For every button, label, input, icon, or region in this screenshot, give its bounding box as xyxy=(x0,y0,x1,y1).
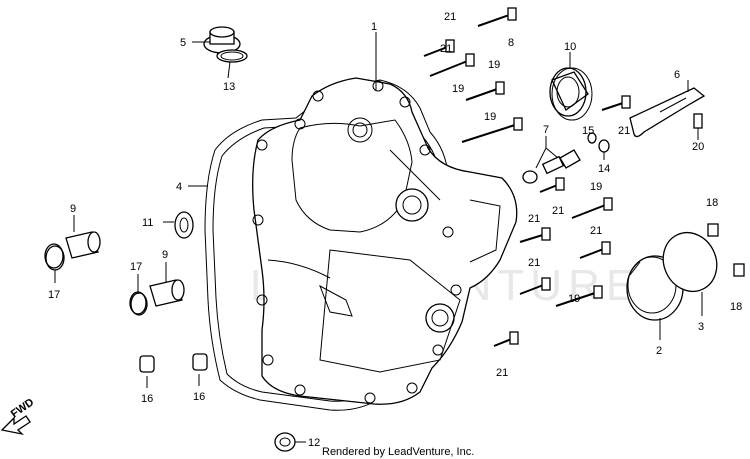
callout-19-c: 19 xyxy=(590,181,602,193)
callout-3: 3 xyxy=(698,321,704,333)
callout-19-b: 19 xyxy=(484,111,496,123)
svg-text:FWD: FWD xyxy=(9,396,36,420)
callout-2: 2 xyxy=(656,345,662,357)
callout-18-bottom: 18 xyxy=(730,301,742,313)
callout-10: 10 xyxy=(564,41,576,53)
callout-6: 6 xyxy=(674,69,680,81)
leader-lines xyxy=(54,32,703,443)
part-16-dowel-left xyxy=(139,355,155,373)
part-9-bushing-upper xyxy=(44,231,101,269)
callout-21-a: 21 xyxy=(444,11,456,23)
callout-21-f: 21 xyxy=(528,257,540,269)
part-15-washer xyxy=(587,132,597,144)
callout-19-a: 19 xyxy=(488,59,500,71)
part-11-seal xyxy=(174,211,194,239)
callout-16-right: 16 xyxy=(193,391,205,403)
part-12-plug xyxy=(274,432,296,452)
part-7-sensor xyxy=(522,149,581,184)
callout-8: 8 xyxy=(508,37,514,49)
callout-5: 5 xyxy=(180,37,186,49)
fwd-arrow: FWD xyxy=(0,396,36,436)
callout-21-g: 21 xyxy=(496,367,508,379)
part-10-bearing xyxy=(549,67,593,121)
flange-holes xyxy=(252,80,462,404)
callout-17-left: 17 xyxy=(48,289,60,301)
part-16-dowel-right xyxy=(192,353,208,371)
part-6-bracket xyxy=(629,87,706,138)
callout-15: 15 xyxy=(582,125,594,137)
callout-21-h: 21 xyxy=(440,43,452,55)
callout-19-e: 19 xyxy=(452,83,464,95)
callout-19-d: 19 xyxy=(568,293,580,305)
transmission-case xyxy=(252,77,518,405)
callout-7: 7 xyxy=(543,124,549,136)
callout-21-e: 21 xyxy=(590,225,602,237)
callout-20: 20 xyxy=(692,141,704,153)
bolts xyxy=(423,7,745,347)
callout-21-d: 21 xyxy=(528,213,540,225)
callout-labels: 1 2 3 4 5 6 7 8 9 9 10 11 12 13 14 15 16… xyxy=(48,11,742,449)
callout-16-left: 16 xyxy=(141,393,153,405)
footer-credit: Rendered by LeadVenture, Inc. xyxy=(322,446,474,458)
callout-14: 14 xyxy=(598,163,610,175)
callout-12: 12 xyxy=(308,437,320,449)
part-9-bushing-lower xyxy=(129,279,185,315)
part-5-cap xyxy=(203,26,241,54)
callout-9-upper: 9 xyxy=(70,203,76,215)
callout-17-right: 17 xyxy=(130,261,142,273)
callout-4: 4 xyxy=(176,181,182,193)
callout-13: 13 xyxy=(223,81,235,93)
callout-18-top: 18 xyxy=(706,197,718,209)
callout-1: 1 xyxy=(371,21,377,33)
part-3-gasket xyxy=(662,232,718,292)
part-14-washer xyxy=(598,139,610,153)
callout-21-c: 21 xyxy=(552,205,564,217)
callout-11: 11 xyxy=(142,217,153,229)
callout-21-b: 21 xyxy=(618,125,630,137)
part-17-oring-lower xyxy=(130,292,148,316)
callout-9-lower: 9 xyxy=(162,249,168,261)
